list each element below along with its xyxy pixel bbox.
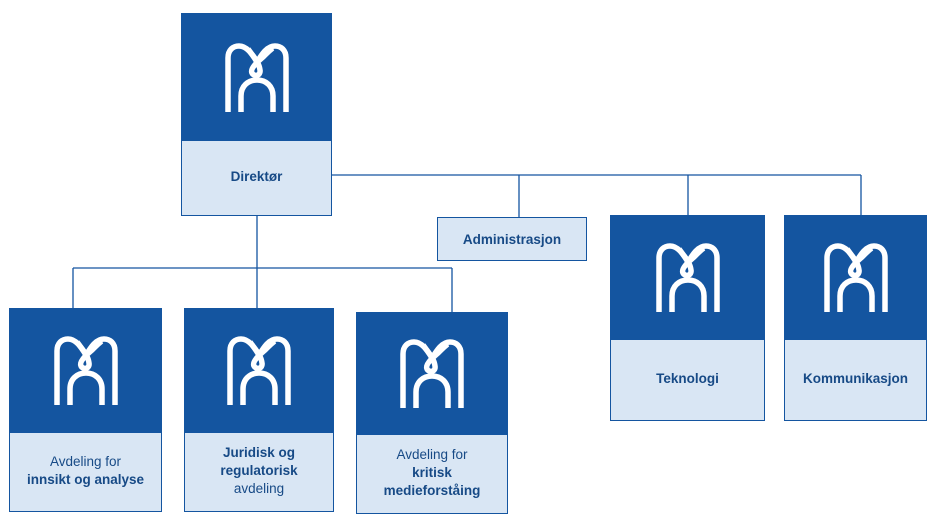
insight-box: Avdeling for innsikt og analyse — [9, 308, 162, 512]
technology-label: Teknologi — [656, 371, 719, 386]
media-box: Avdeling for kritisk medieforståing — [356, 312, 508, 514]
insight-label-area: Avdeling for innsikt og analyse — [10, 431, 161, 511]
administration-label: Administrasjon — [462, 231, 562, 247]
legal-label-line2: regulatorisk — [220, 463, 298, 478]
media-label-line3: medieforståing — [383, 483, 481, 498]
communication-box: Kommunikasjon — [784, 215, 927, 421]
director-box: Direktør — [181, 13, 332, 216]
mt-logo-icon — [650, 240, 726, 316]
insight-label-line1: Avdeling for — [49, 454, 122, 469]
media-header — [357, 313, 507, 435]
legal-box: Juridisk og regulatorisk avdeling — [184, 308, 334, 512]
media-label-line2: kritisk — [412, 465, 452, 480]
technology-header — [611, 216, 764, 340]
legal-label-line1: Juridisk og — [222, 445, 295, 460]
insight-header — [10, 309, 161, 433]
director-header — [182, 14, 331, 141]
technology-box: Teknologi — [610, 215, 765, 421]
legal-header — [185, 309, 333, 433]
mt-logo-icon — [48, 333, 124, 409]
communication-label: Kommunikasjon — [802, 371, 908, 386]
communication-header — [785, 216, 926, 340]
director-label: Direktør — [230, 169, 283, 184]
mt-logo-icon — [221, 333, 297, 409]
legal-label-line3: avdeling — [233, 481, 285, 496]
communication-label-area: Kommunikasjon — [785, 338, 926, 420]
mt-logo-icon — [818, 240, 894, 316]
mt-logo-icon — [219, 40, 295, 116]
media-label-line1: Avdeling for — [396, 447, 468, 462]
mt-logo-icon — [394, 336, 470, 412]
legal-label-area: Juridisk og regulatorisk avdeling — [185, 431, 333, 511]
insight-label-line2: innsikt og analyse — [26, 472, 145, 487]
media-label-area: Avdeling for kritisk medieforståing — [357, 433, 507, 513]
technology-label-area: Teknologi — [611, 338, 764, 420]
director-label-area: Direktør — [182, 139, 331, 215]
administration-box: Administrasjon — [437, 217, 587, 261]
